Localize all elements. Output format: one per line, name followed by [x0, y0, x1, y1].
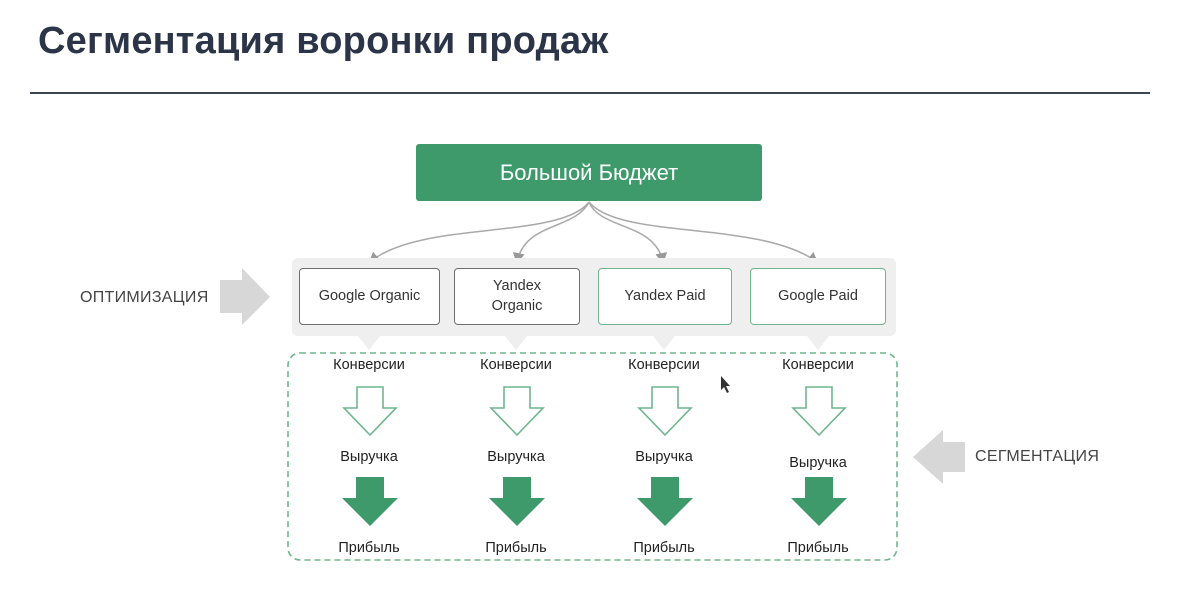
channel-yandex-organic: Yandex Organic — [454, 268, 580, 325]
solid-arrow-4 — [791, 477, 847, 526]
profit-label-2: Прибыль — [485, 540, 547, 556]
solid-arrow-1 — [342, 477, 398, 526]
channel-label: Google Paid — [778, 287, 858, 304]
channel-label: Yandex Organic — [491, 277, 543, 314]
connector-google-organic — [368, 201, 590, 263]
channel-label: Yandex Paid — [624, 287, 706, 304]
conversions-label-2: Конверсии — [480, 357, 552, 373]
profit-label-1: Прибыль — [338, 540, 400, 556]
conversions-label-1: Конверсии — [333, 357, 405, 373]
channel-google-organic: Google Organic — [299, 268, 440, 325]
channel-google-paid: Google Paid — [750, 268, 886, 325]
optimization-label: ОПТИМИЗАЦИЯ — [80, 289, 209, 306]
page-title: Сегментация воронки продаж — [38, 20, 609, 62]
hollow-arrow-1 — [342, 386, 398, 437]
conversions-label-4: Конверсии — [782, 357, 854, 373]
solid-arrow-2 — [489, 477, 545, 526]
profit-label-3: Прибыль — [633, 540, 695, 556]
optimization-arrow — [220, 268, 270, 325]
segmentation-arrow — [913, 430, 965, 484]
connector-yandex-organic — [512, 201, 590, 264]
hollow-arrow-2 — [489, 386, 545, 437]
hollow-arrow-4 — [791, 386, 847, 437]
channel-yandex-paid: Yandex Paid — [598, 268, 732, 325]
title-divider — [30, 92, 1150, 94]
channel-label: Google Organic — [318, 287, 421, 304]
segmentation-frame — [287, 352, 898, 561]
connector-yandex-paid — [588, 201, 668, 264]
hollow-arrow-3 — [637, 386, 693, 437]
revenue-label-1: Выручка — [340, 449, 398, 465]
conversions-label-3: Конверсии — [628, 357, 700, 373]
segmentation-label: СЕГМЕНТАЦИЯ — [975, 448, 1100, 465]
mouse-cursor-icon — [721, 376, 730, 393]
revenue-label-3: Выручка — [635, 449, 693, 465]
connector-google-paid — [588, 201, 819, 263]
revenue-label-4: Выручка — [789, 455, 847, 471]
solid-arrow-3 — [637, 477, 693, 526]
revenue-label-2: Выручка — [487, 449, 545, 465]
profit-label-4: Прибыль — [787, 540, 849, 556]
budget-box: Большой Бюджет — [416, 144, 762, 201]
